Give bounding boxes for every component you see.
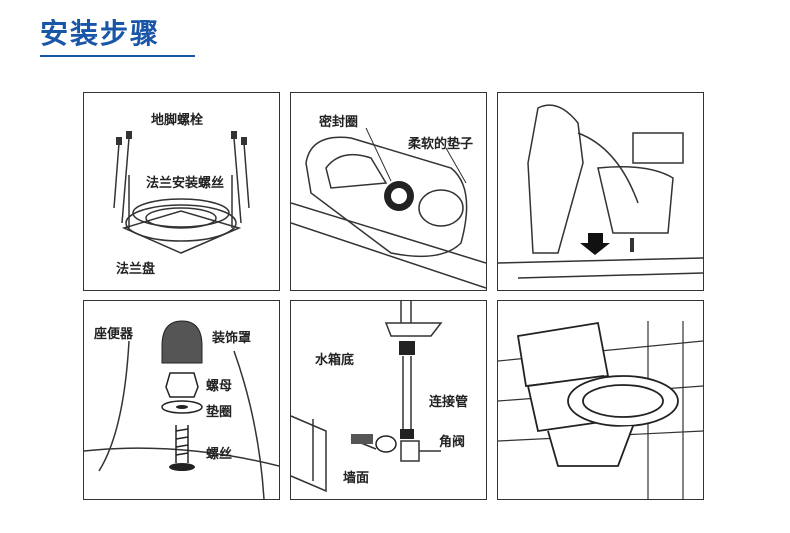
bolt-cap-illustration [84,320,279,499]
label-wall: 墙面 [343,471,370,486]
step-2-panel: 密封圈 柔软的垫子 [290,92,487,291]
step-3-panel [497,92,704,291]
label-nut: 螺母 [206,379,233,394]
label-toilet-body: 座便器 [94,327,134,342]
label-washer: 垫圈 [206,405,233,420]
label-flange-screw: 法兰安装螺丝 [146,176,225,191]
label-foot-bolt: 地脚螺栓 [151,113,204,128]
label-screw: 螺丝 [206,447,233,462]
flange-bolts-illustration [113,131,250,254]
label-tank-bottom: 水箱底 [315,353,355,368]
label-seal-ring: 密封圈 [319,115,359,130]
page-title: 安装步骤 [40,17,161,50]
water-connection-illustration [291,301,443,493]
seal-ring-illustration [291,127,486,289]
step-5-panel: 水箱底 连接管 角阀 墙面 [290,300,487,500]
label-decorative-cap: 装饰罩 [212,331,252,346]
title-underline [40,55,195,57]
label-flange-plate: 法兰盘 [116,262,156,277]
place-toilet-illustration [498,104,703,279]
installed-toilet-illustration [498,321,703,499]
label-connection-pipe: 连接管 [429,395,469,410]
label-angle-valve: 角阀 [439,435,466,450]
step-1-panel: 地脚螺栓 法兰安装螺丝 法兰盘 [83,92,280,291]
step-6-panel [497,300,704,500]
label-soft-pad: 柔软的垫子 [408,137,474,152]
step-4-panel: 座便器 装饰罩 螺母 垫圈 螺丝 [83,300,280,500]
